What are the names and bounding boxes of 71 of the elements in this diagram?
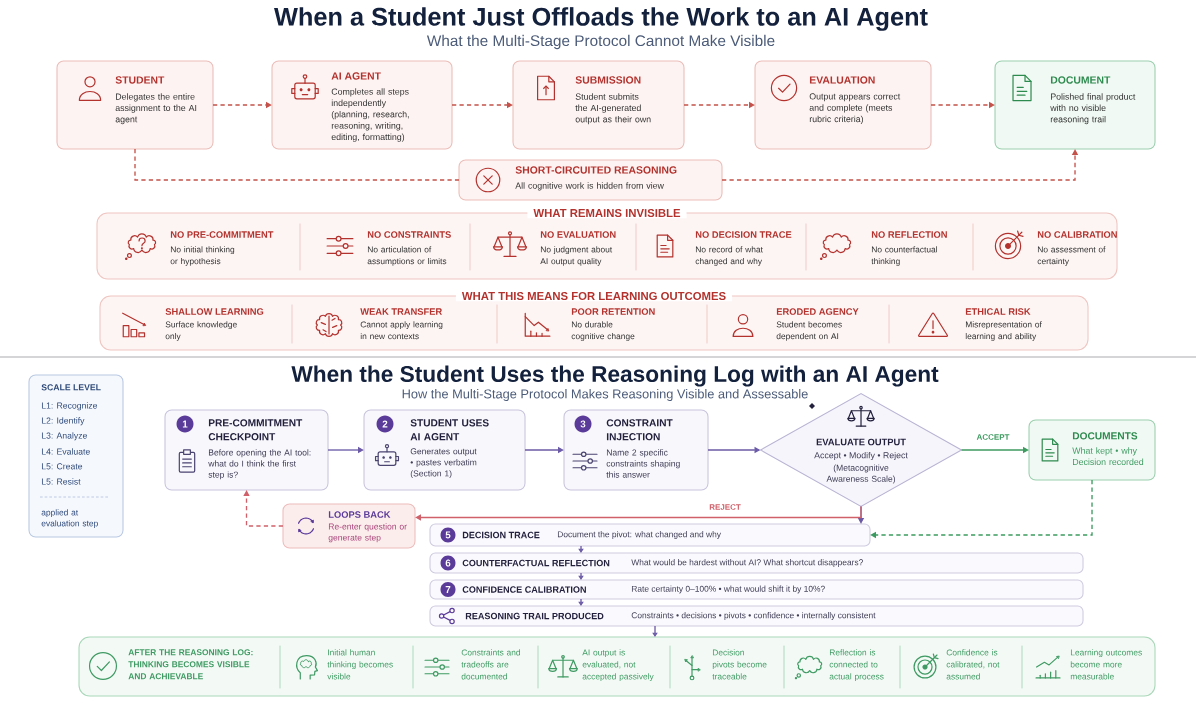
item-text: No articulation of assumptions or limits bbox=[367, 246, 447, 266]
step-row: REASONING TRAIL PRODUCED Constraints • decisions • pivots • confidence • internally consistent bbox=[429, 605, 1084, 627]
outcome-text: AI output is evaluated, not accepted passively bbox=[582, 649, 654, 682]
outcome-text: Reflection is connected to actual process bbox=[829, 649, 884, 682]
outcome-text: Confidence is calibrated, not assumed bbox=[946, 649, 1000, 680]
item-text: No assessment of certainty bbox=[1037, 246, 1106, 266]
item-heading: NO REFLECTION bbox=[871, 231, 947, 238]
subtitle: How the Multi-Stage Protocol Makes Reasoning Visible and Assessable bbox=[402, 389, 808, 401]
arrow bbox=[652, 625, 658, 637]
number-badge: 1 bbox=[176, 415, 194, 433]
node-label: L4: Evaluate bbox=[41, 448, 90, 455]
item-text: Surface knowledge only bbox=[165, 321, 237, 341]
node-label: CONFIDENCE CALIBRATION bbox=[462, 586, 586, 593]
item-text: No durable cognitive change bbox=[571, 321, 635, 341]
node-label: L5: Create bbox=[41, 463, 83, 470]
item-heading: ERODED AGENCY bbox=[776, 308, 859, 315]
arrow bbox=[243, 490, 284, 527]
number-badge: 2 bbox=[376, 415, 394, 433]
node-label: L3: Analyze bbox=[41, 432, 87, 441]
item-text: Cannot apply learning in new contexts bbox=[360, 321, 443, 340]
scale-box: SCALE LEVEL L1: Recognize L2: Identify L3: Analyze L4: Evaluate L5: Create L5: Resist applied at evaluation step bbox=[28, 374, 124, 538]
outcome-text: Decision pivots become traceable bbox=[712, 649, 767, 680]
outcome-text: Learning outcomes become more measurable bbox=[1070, 649, 1142, 680]
item-text: No initial thinking or hypothesis bbox=[170, 246, 235, 266]
arrow bbox=[870, 479, 1093, 539]
item-heading: POOR RETENTION bbox=[571, 308, 655, 315]
item-text: Student becomes dependent on AI bbox=[776, 321, 842, 341]
node-label: applied at evaluation step bbox=[41, 509, 98, 529]
process-box: SUBMISSION Student submits the AI-generated output as their own bbox=[512, 60, 685, 150]
result-box: DOCUMENTS What kept • why Decision recorded bbox=[1028, 419, 1156, 481]
title: When a Student Just Offloads the Work to an AI Agent bbox=[274, 7, 928, 31]
item-text: No record of what changed and why bbox=[695, 246, 763, 266]
node-label: L5: Resist bbox=[41, 478, 81, 485]
number-badge: 5 bbox=[440, 527, 456, 543]
item-heading: SHALLOW LEARNING bbox=[165, 308, 264, 315]
node-label: L2: Identify bbox=[41, 417, 85, 426]
arrow bbox=[578, 572, 584, 580]
warning-box: SHORT-CIRCUITED REASONING All cognitive work is hidden from view bbox=[458, 159, 723, 201]
result-box: DOCUMENT Polished final product with no visible reasoning trail bbox=[994, 60, 1156, 150]
title: When the Student Uses the Reasoning Log with an AI Agent bbox=[291, 365, 939, 387]
loop-box: LOOPS BACK Re-enter question or generate step bbox=[282, 503, 416, 549]
outcome-text: Constraints and tradeoffs are documented bbox=[461, 649, 521, 680]
process-box: EVALUATION Output appears correct and complete (meets rubric criteria) bbox=[754, 60, 932, 150]
arrow bbox=[578, 598, 584, 606]
node-label: L1: Recognize bbox=[41, 402, 98, 411]
item-heading: NO PRE-COMMITMENT bbox=[170, 231, 274, 238]
connector-line bbox=[134, 148, 460, 181]
edge-label: ACCEPT bbox=[974, 432, 1012, 442]
node-label: Constraints • decisions • pivots • confidence • internally consistent bbox=[631, 612, 876, 620]
edge-label: REJECT bbox=[707, 502, 743, 512]
item-text: No judgment about AI output quality bbox=[540, 246, 613, 266]
number-badge: 7 bbox=[440, 582, 456, 597]
number-badge: 3 bbox=[574, 415, 592, 433]
process-box: STUDENT Delegates the entire assignment to the AI agent bbox=[56, 60, 214, 150]
item-text: Misrepresentation of learning and ability bbox=[965, 321, 1042, 341]
node-label: Rate certainty 0–100% • what would shift it by 10%? bbox=[631, 585, 825, 594]
arrow bbox=[578, 545, 584, 553]
item-heading: NO EVALUATION bbox=[540, 231, 616, 238]
node-label: SCALE LEVEL bbox=[41, 384, 101, 391]
process-box: AI AGENT Completes all steps independently (planning, research, reasoning, writing, editing, formatting) bbox=[271, 60, 453, 150]
item-heading: ETHICAL RISK bbox=[965, 308, 1031, 315]
item-heading: WEAK TRANSFER bbox=[360, 308, 442, 315]
arrow bbox=[415, 505, 862, 521]
outcome-text: Initial human thinking becomes visible bbox=[327, 649, 393, 680]
item-heading: NO DECISION TRACE bbox=[695, 231, 792, 238]
number-badge: 6 bbox=[440, 555, 456, 571]
item-text: No counterfactual thinking bbox=[871, 246, 937, 266]
item-heading: NO CALIBRATION bbox=[1037, 231, 1117, 238]
node-label: REASONING TRAIL PRODUCED bbox=[465, 612, 604, 620]
item-heading: NO CONSTRAINTS bbox=[367, 231, 451, 238]
subtitle: What the Multi-Stage Protocol Cannot Make Visible bbox=[426, 34, 775, 50]
